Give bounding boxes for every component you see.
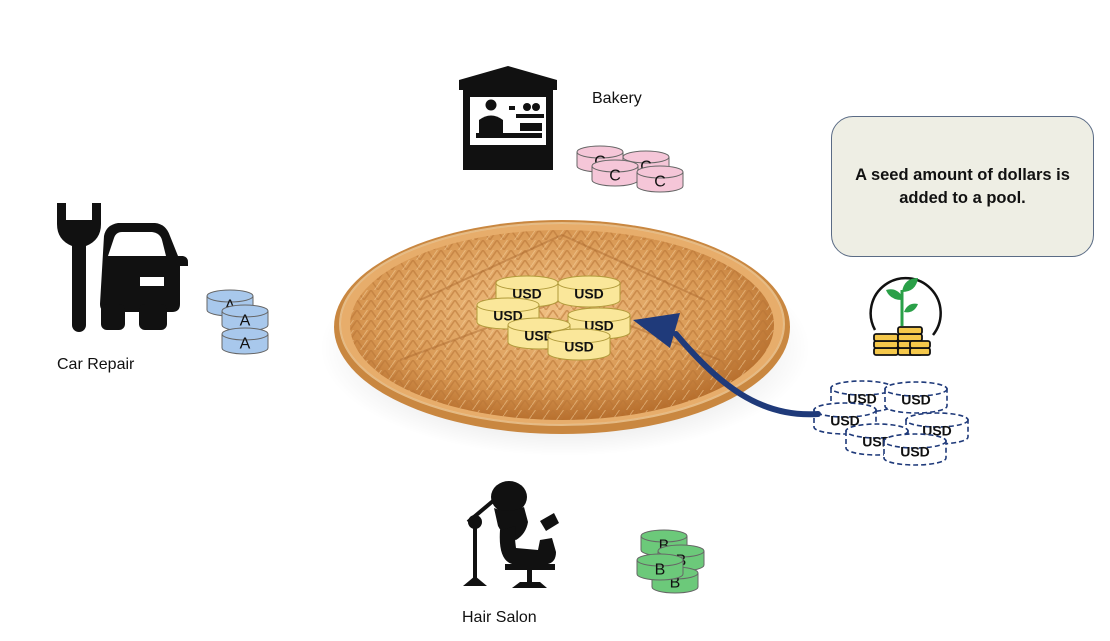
- hair-salon-label: Hair Salon: [462, 609, 537, 626]
- hair-salon-token-label: B: [659, 537, 670, 554]
- seed-usd-coin-label: USD: [901, 391, 931, 407]
- seed-to-pool-arrow: [633, 313, 821, 418]
- car-repair-token: A: [206, 289, 254, 317]
- pool-usd-coin: USD: [557, 275, 621, 308]
- bakery-token-stack: CCCC: [576, 145, 684, 193]
- car-repair-token-label: A: [225, 297, 236, 314]
- seed-usd-coin-label: USD: [830, 412, 860, 428]
- hair-salon-chair-icon: [463, 481, 559, 588]
- car-repair-token-label: A: [240, 335, 251, 352]
- seed-usd-coin: USD: [883, 433, 947, 466]
- hair-salon-token-label: B: [670, 574, 681, 591]
- pool-usd-coin: USD: [547, 328, 611, 361]
- callout-box: A seed amount of dollars is added to a p…: [831, 116, 1094, 257]
- bakery-token: C: [636, 165, 684, 193]
- bakery-token: C: [591, 159, 639, 187]
- seed-usd-coin-label: USD: [900, 443, 930, 459]
- woven-basket-icon: [320, 220, 810, 456]
- bakery-token-label: C: [609, 167, 621, 184]
- hair-salon-token-label: B: [655, 561, 666, 578]
- plant-coins-icon: [869, 276, 942, 356]
- bakery-token-label: C: [654, 173, 666, 190]
- car-repair-token-label: A: [240, 312, 251, 329]
- bakery-stall-icon: [459, 66, 557, 170]
- pool-usd-coin-label: USD: [564, 338, 594, 354]
- bakery-label: Bakery: [592, 90, 642, 107]
- seed-usd-coin: USD: [884, 381, 948, 414]
- car-repair-token: A: [221, 304, 269, 332]
- car-repair-wrench-icon: [57, 203, 188, 332]
- pool-usd-coin-label: USD: [524, 327, 554, 343]
- car-repair-token-stack: AAA: [206, 289, 269, 355]
- car-repair-token: A: [221, 327, 269, 355]
- callout-text: A seed amount of dollars is added to a p…: [855, 165, 1070, 207]
- pool-usd-coin-label: USD: [512, 285, 542, 301]
- car-repair-label: Car Repair: [57, 356, 135, 373]
- seed-usd-coin-label: USD: [847, 390, 877, 406]
- pool-usd-coin-label: USD: [493, 307, 523, 323]
- hair-salon-token: B: [636, 553, 684, 581]
- pool-usd-coin-label: USD: [574, 285, 604, 301]
